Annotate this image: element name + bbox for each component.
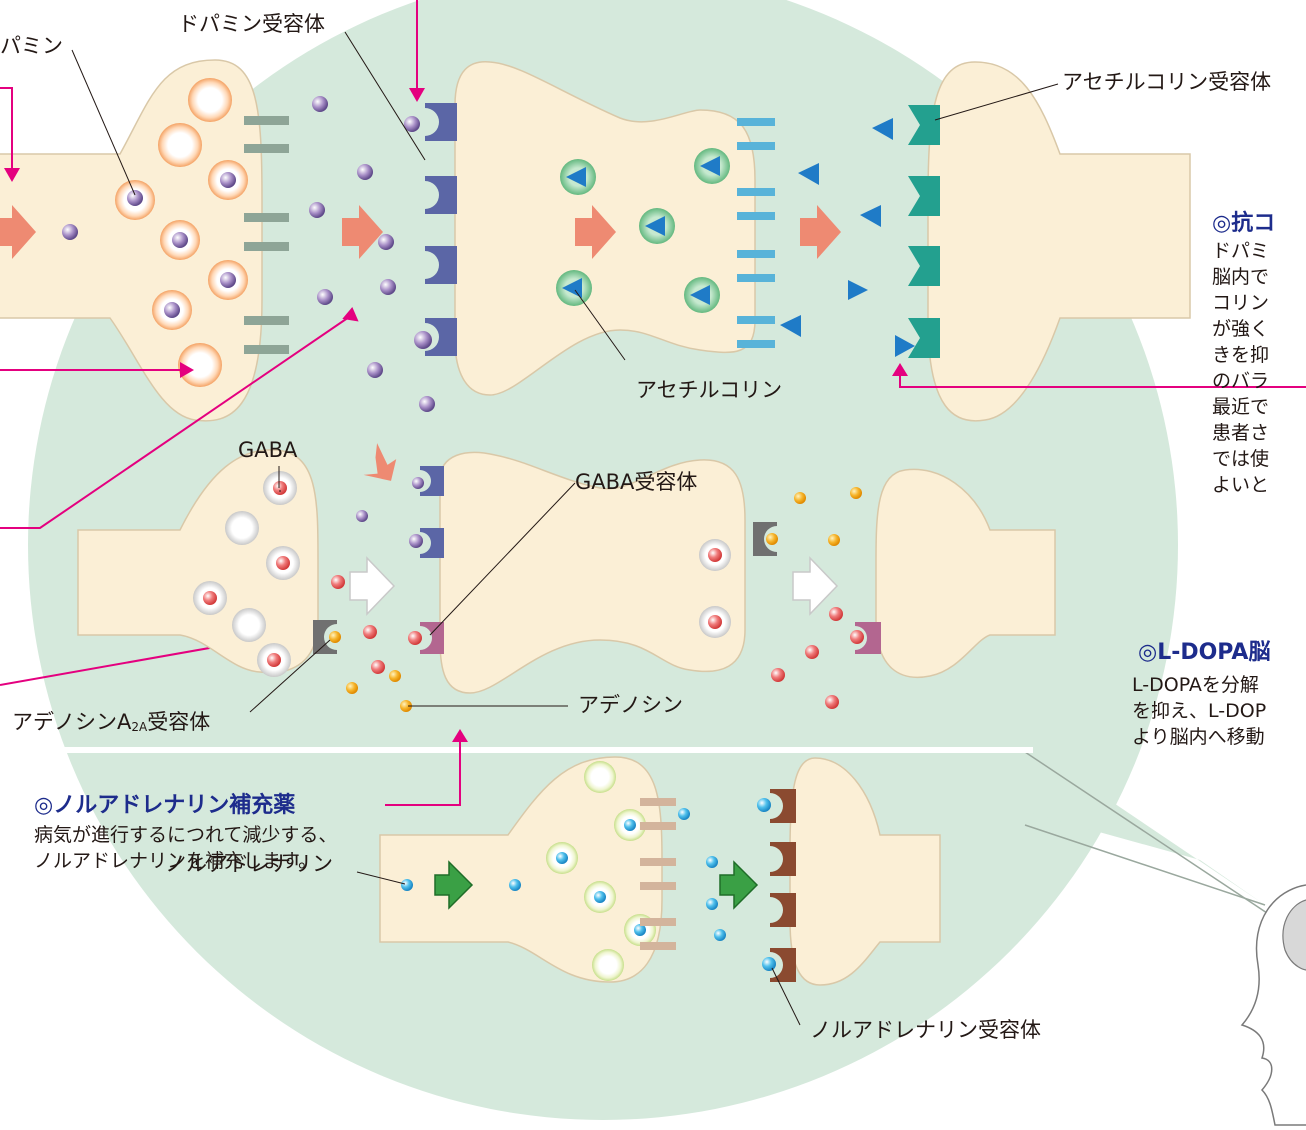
noradrenaline-label: ノルアドレナリン (165, 852, 333, 876)
noradrenaline-receptor-label: ノルアドレナリン受容体 (810, 1018, 1041, 1042)
ach-receptor-label: アセチルコリン受容体 (1062, 70, 1272, 94)
ach-receptors-presynaptic (737, 118, 775, 348)
head-icon (1240, 884, 1306, 1126)
ldopa-description: L-DOPAを分解 を抑え、L-DOP より脳内へ移動 (1132, 674, 1267, 748)
dopamine-transporters (244, 116, 289, 354)
gaba-receptors (420, 622, 881, 654)
dopamine-molecules (309, 96, 435, 412)
noradrenaline-receptors (770, 789, 796, 982)
adenosine-receptors (313, 522, 777, 654)
gaba-receptor-label: GABA受容体 (575, 470, 698, 494)
acetylcholine-molecules (780, 118, 915, 357)
gaba-molecules (331, 575, 864, 709)
white-arrow-icon (349, 556, 839, 616)
green-arrow-icon (434, 860, 759, 910)
ldopa-title: ◎L-DOPA脳 (1138, 640, 1271, 665)
anticholinergic-title: ◎抗コ (1212, 211, 1276, 236)
middle-neuron-2 (439, 451, 746, 694)
noradrenaline-supplement-description: 病気が進行するにつれて減少する、 ノルアドレナリンを補充します。 (34, 824, 338, 872)
bound-dopamine (414, 331, 432, 349)
ach-vesicles (556, 148, 730, 313)
leader-lines (71, 31, 1059, 1026)
postsynaptic-neuron-2 (875, 468, 1056, 678)
adenosine-label: アデノシン (578, 693, 683, 717)
ach-receptors (908, 105, 940, 358)
salmon-arrow-icon (0, 205, 841, 481)
noradrenaline-transporters (640, 798, 676, 950)
dopamine-receptors-small (420, 466, 444, 558)
noradrenaline-supplement-title: ◎ノルアドレナリン補充薬 (34, 793, 296, 818)
noradrenaline-molecules (678, 798, 776, 971)
gaba-label: GABA (238, 438, 298, 462)
ach-label: アセチルコリン (636, 378, 783, 402)
dopamine-presynaptic-neuron (0, 59, 263, 422)
adenosine-receptor-label: アデノシンA2A受容体 (12, 710, 211, 734)
dopamine-receptor-label: ドパミン受容体 (178, 12, 325, 36)
dopamine-receptors (425, 103, 457, 356)
dopamine-label: パミン (0, 34, 63, 58)
dopamine-molecules-row2 (356, 477, 424, 548)
gaba-presynaptic-neuron (77, 449, 319, 677)
anticholinergic-description: ドパミ 脳内で コリン が強く きを抑 のバラ 最近で 患者さ では使 よいと (1212, 240, 1270, 496)
adenosine-molecules (329, 487, 862, 712)
noradrenaline-presynaptic-neuron (379, 756, 663, 983)
